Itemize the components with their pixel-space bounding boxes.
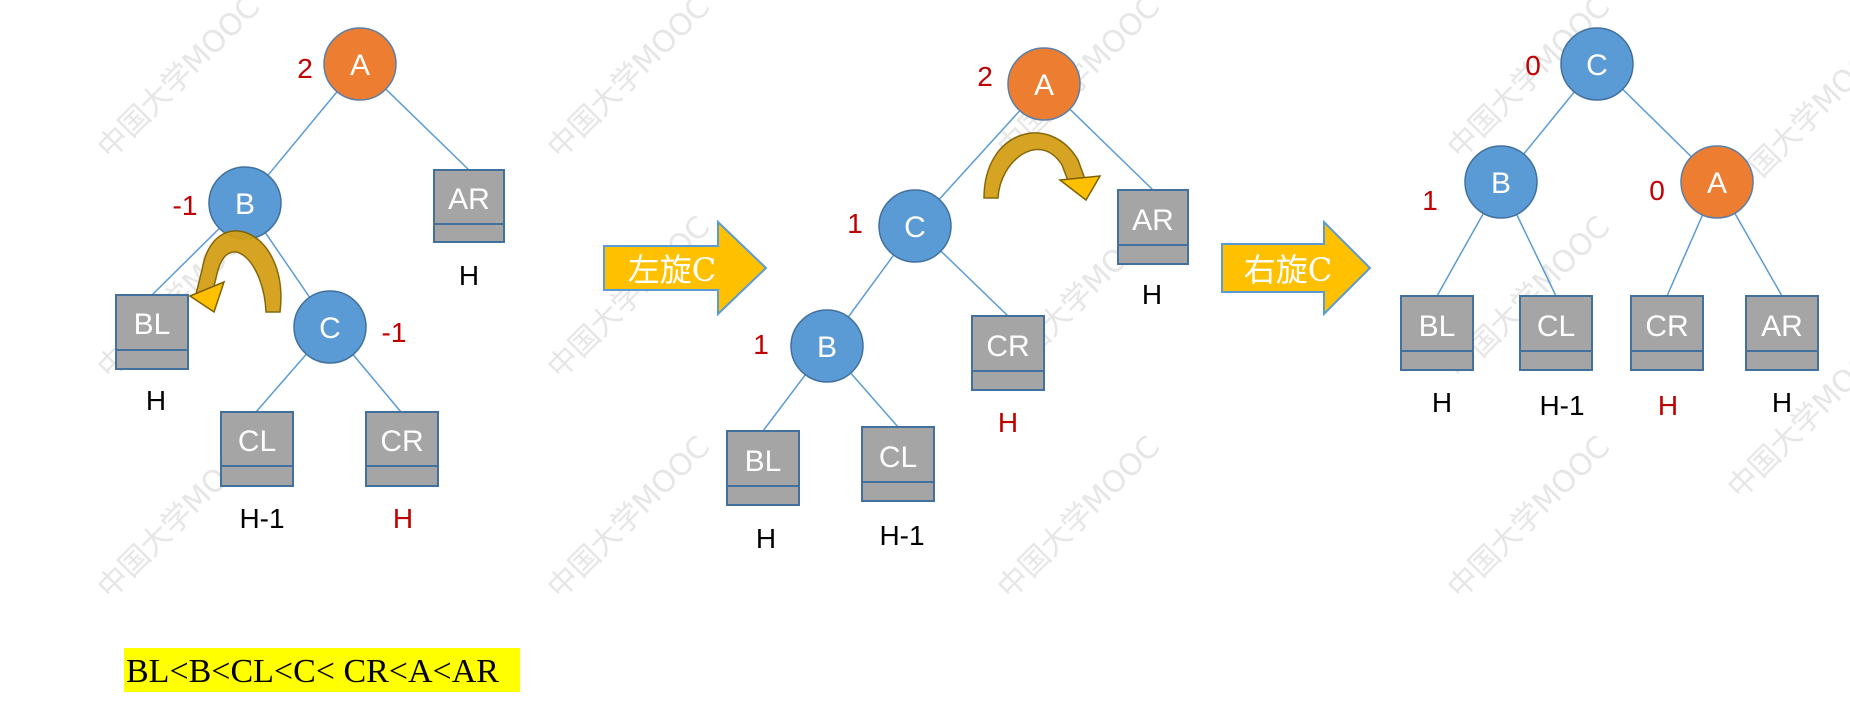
subtree-height: H-1 xyxy=(1539,390,1584,421)
subtree-cr: CR H xyxy=(1630,295,1704,421)
curved-rotation-arrow-icon xyxy=(188,230,282,314)
rotate-left-arrow: 左旋C xyxy=(603,219,768,317)
subtree-label: AR xyxy=(1761,310,1803,343)
subtree-label: CR xyxy=(380,425,423,458)
watermark: 中国大学MOOC xyxy=(541,210,717,386)
watermark: 中国大学MOOC xyxy=(541,0,717,166)
subtree-bl: BL H xyxy=(115,294,189,416)
balance-factor: 2 xyxy=(297,53,313,84)
watermark: 中国大学MOOC xyxy=(91,0,267,166)
subtree-label: CR xyxy=(986,330,1029,363)
subtree-height: H-1 xyxy=(239,503,284,534)
subtree-label: AR xyxy=(448,183,490,216)
subtree-cl: CL H-1 xyxy=(1519,295,1593,421)
balance-factor: 1 xyxy=(847,208,863,239)
balance-factor: 1 xyxy=(1422,185,1438,216)
subtree-cr: CR H xyxy=(971,315,1045,438)
balance-factor: -1 xyxy=(382,317,407,348)
tree-after-right-rotation: C 0 B 1 A 0 BL H CL H-1 CR H xyxy=(1400,27,1819,421)
subtree-label: CL xyxy=(1537,310,1575,343)
subtree-ar: AR H xyxy=(1745,295,1819,418)
subtree-height: H xyxy=(393,503,413,534)
subtree-cr: CR H xyxy=(365,411,439,534)
subtree-cl: CL H-1 xyxy=(220,411,294,534)
tree-node-a: A 2 xyxy=(297,27,397,101)
subtree-bl: BL H xyxy=(726,430,800,554)
node-label: A xyxy=(1707,167,1727,200)
subtree-ar: AR H xyxy=(433,169,505,291)
subtree-bl: BL H xyxy=(1400,295,1474,418)
subtree-label: BL xyxy=(134,308,171,341)
subtree-ar: AR H xyxy=(1117,189,1189,310)
inorder-caption: BL<B<CL<C< CR<A<AR xyxy=(124,648,520,692)
subtree-height: H xyxy=(756,523,776,554)
subtree-height: H xyxy=(998,407,1018,438)
node-label: A xyxy=(350,49,370,82)
curved-rotation-arrow-icon xyxy=(983,132,1102,202)
tree-edges xyxy=(151,63,470,413)
subtree-label: CR xyxy=(1645,310,1688,343)
balance-factor: 2 xyxy=(977,61,993,92)
arrow-label: 右旋C xyxy=(1244,251,1333,289)
tree-after-left-rotation: A 2 C 1 B 1 AR H CR H xyxy=(726,47,1189,554)
watermark: 中国大学MOOC xyxy=(1441,430,1617,606)
subtree-label: BL xyxy=(1419,310,1456,343)
node-label: C xyxy=(1586,49,1608,82)
node-label: C xyxy=(319,312,341,345)
tree-node-c: C 1 xyxy=(847,189,952,263)
node-label: B xyxy=(1491,167,1511,200)
caption-highlight xyxy=(124,648,520,692)
tree-node-b: B -1 xyxy=(173,166,282,240)
node-label: B xyxy=(235,188,255,221)
tree-node-a: A 0 xyxy=(1649,145,1754,219)
node-label: C xyxy=(904,211,926,244)
balance-factor: 0 xyxy=(1649,175,1665,206)
balance-factor: 1 xyxy=(753,329,769,360)
subtree-height: H xyxy=(1142,279,1162,310)
subtree-height: H xyxy=(459,260,479,291)
subtree-label: CL xyxy=(238,425,276,458)
subtree-label: BL xyxy=(745,445,782,478)
subtree-height: H xyxy=(1432,387,1452,418)
node-label: A xyxy=(1034,69,1054,102)
balance-factor: -1 xyxy=(173,190,198,221)
tree-node-a: A 2 xyxy=(977,47,1081,121)
tree-node-b: B 1 xyxy=(1422,145,1538,219)
subtree-height: H-1 xyxy=(879,520,924,551)
subtree-label: CL xyxy=(879,441,917,474)
subtree-height: H xyxy=(146,385,166,416)
subtree-cl: CL H-1 xyxy=(861,426,935,551)
subtree-height: H xyxy=(1658,390,1678,421)
rotate-right-arrow: 右旋C xyxy=(1221,219,1372,317)
caption-text: BL<B<CL<C< CR<A<AR xyxy=(126,653,499,690)
subtree-label: AR xyxy=(1132,204,1174,237)
watermark: 中国大学MOOC xyxy=(991,430,1167,606)
subtree-height: H xyxy=(1772,387,1792,418)
arrow-label: 左旋C xyxy=(628,251,717,289)
tree-before-rotation: A 2 B -1 C -1 AR H BL H xyxy=(115,27,505,534)
tree-node-c: C 0 xyxy=(1525,27,1634,101)
watermark: 中国大学MOOC xyxy=(541,430,717,606)
balance-factor: 0 xyxy=(1525,50,1541,81)
tree-node-c: C -1 xyxy=(293,290,407,364)
node-label: B xyxy=(817,331,837,364)
tree-node-b: B 1 xyxy=(753,309,864,383)
